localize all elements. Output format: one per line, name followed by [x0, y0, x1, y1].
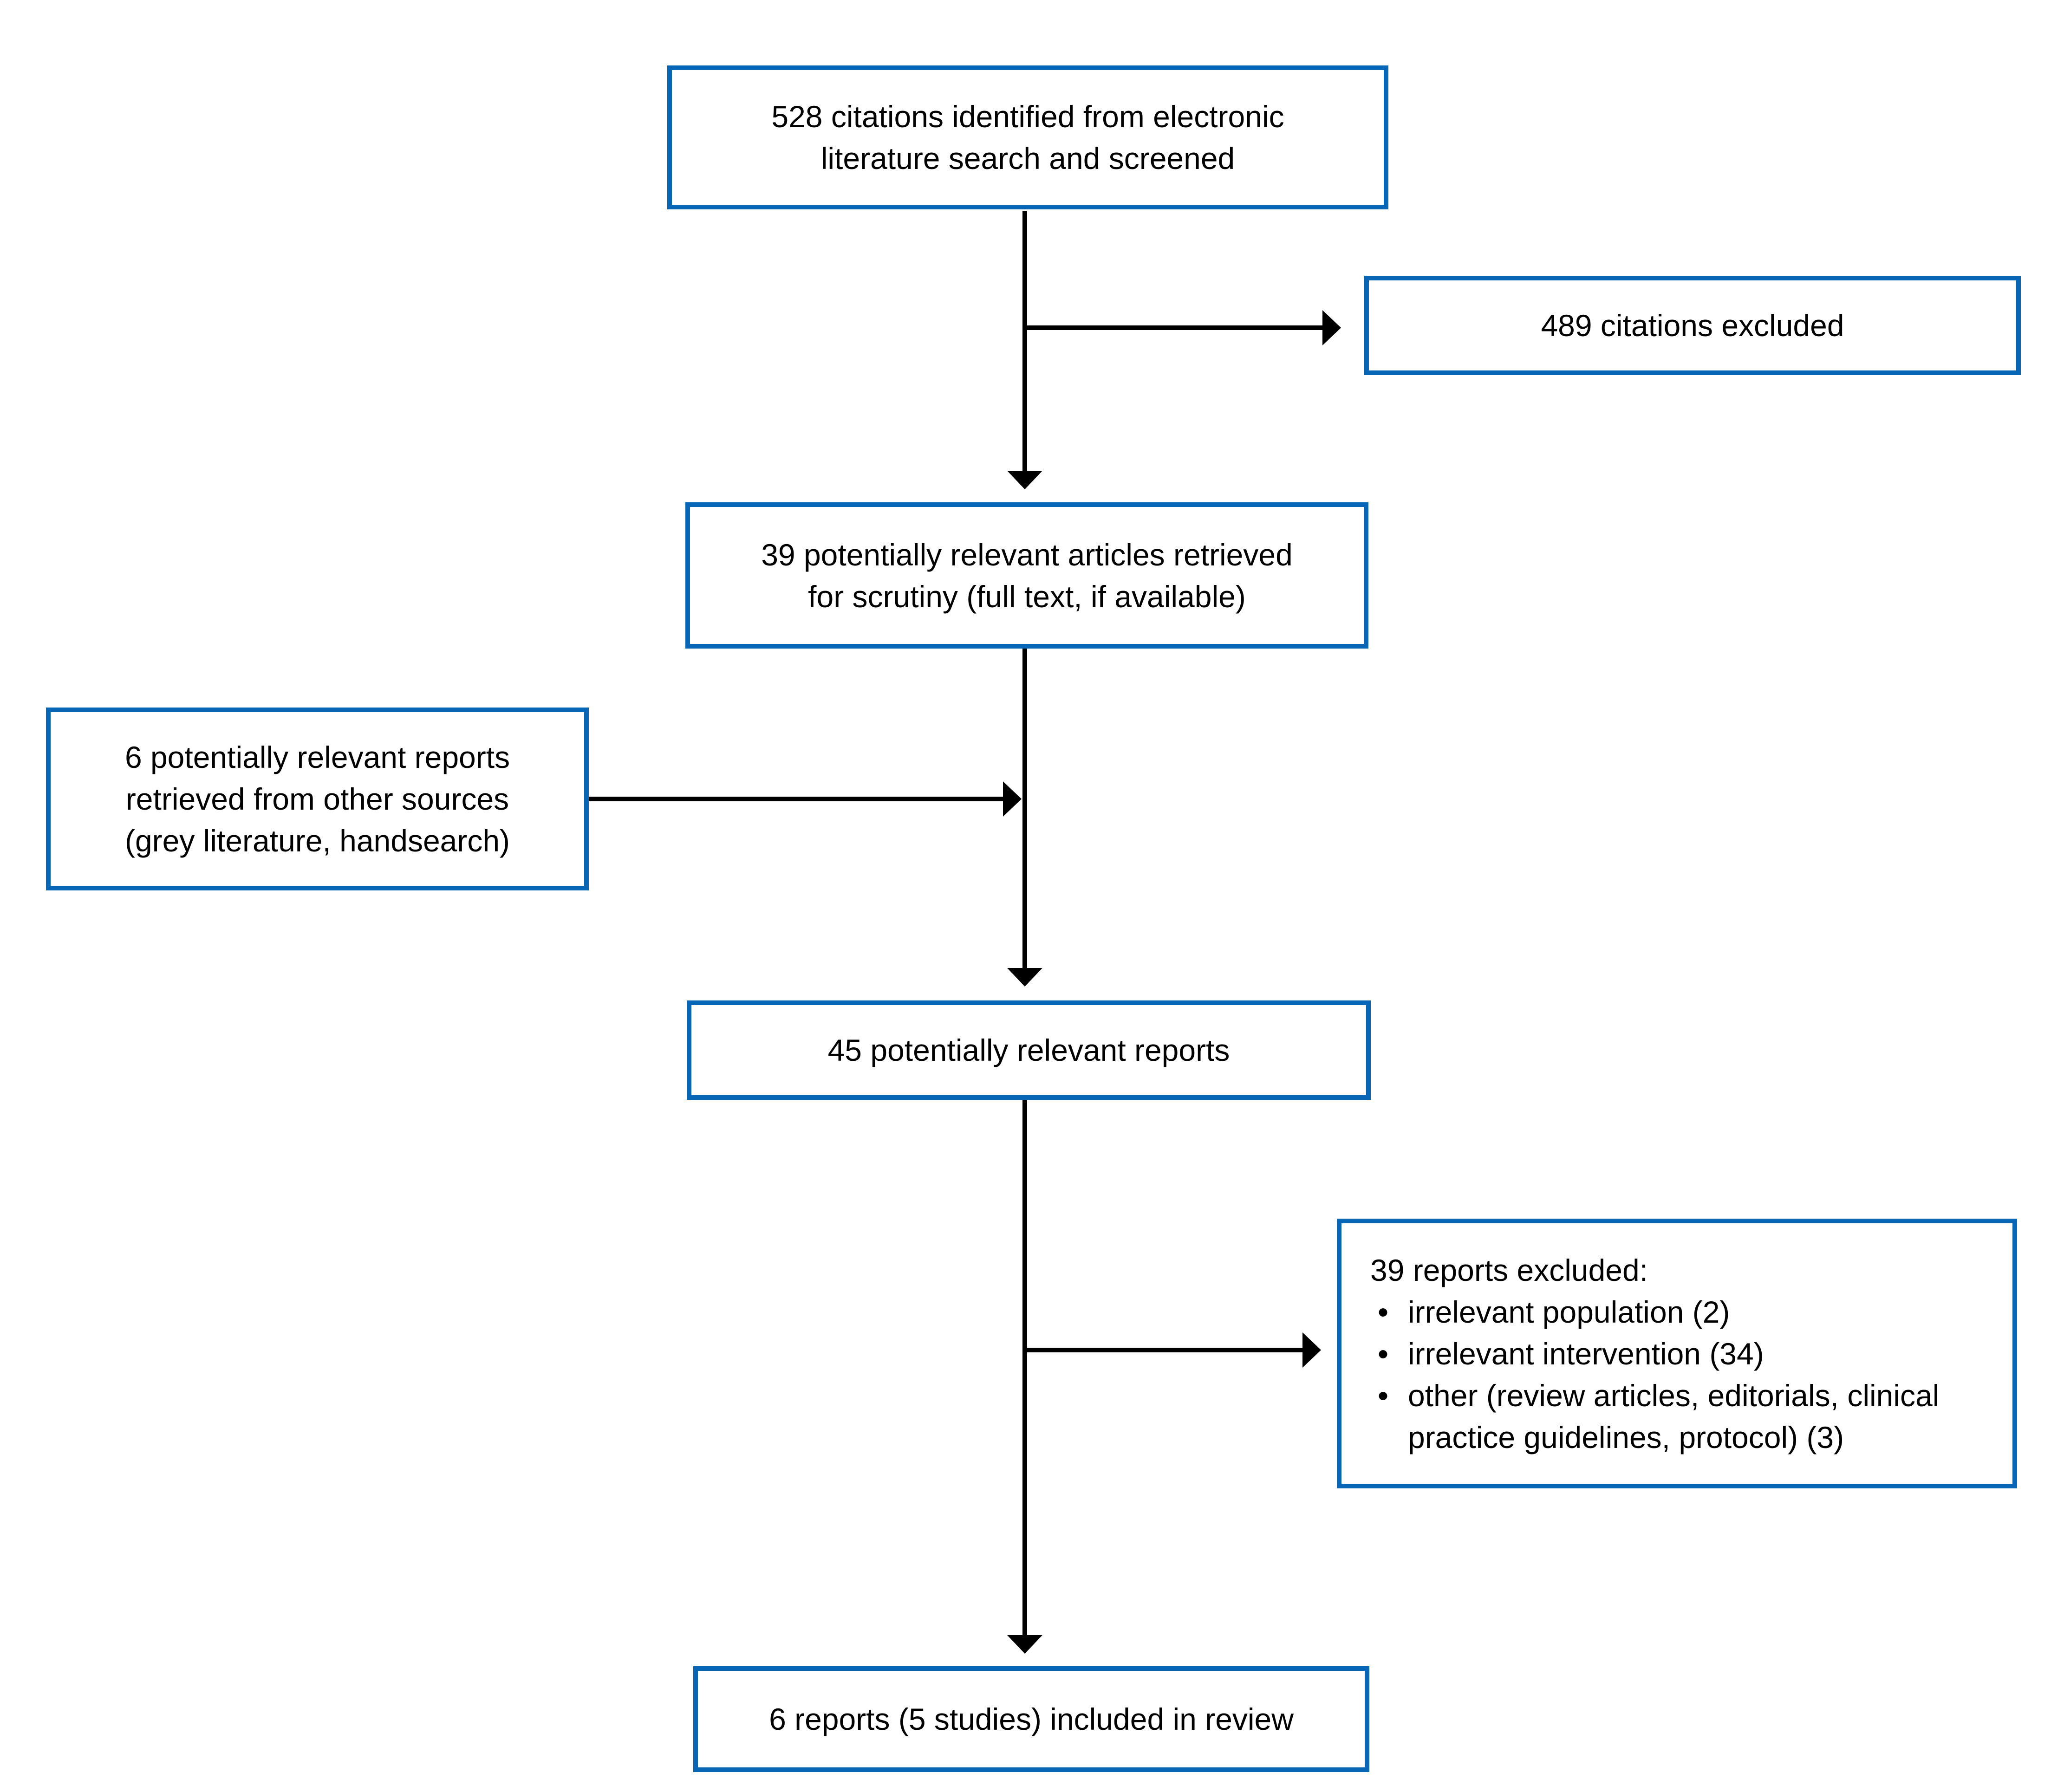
bullet-icon: • [1378, 1336, 1389, 1371]
box-text-line: irrelevant intervention (34) [1408, 1336, 1764, 1371]
box-articles-retrieved: 39 potentially relevant articles retriev… [685, 502, 1368, 649]
box-other-sources: 6 potentially relevant reports retrieved… [46, 708, 589, 890]
arrow-branch-citations-excluded-line [1025, 325, 1322, 330]
box-relevant-reports: 45 potentially relevant reports [687, 1000, 1371, 1100]
box-text-line: retrieved from other sources [125, 782, 509, 816]
box-text-line: 39 potentially relevant articles retriev… [761, 537, 1293, 572]
box-text-line: other (review articles, editorials, clin… [1408, 1378, 1940, 1413]
list-item: • other (review articles, editorials, cl… [1370, 1375, 1939, 1458]
bullet-icon: • [1378, 1378, 1389, 1413]
box-text-line: 39 reports excluded: [1370, 1253, 1648, 1287]
arrowhead-down-icon [1007, 968, 1042, 987]
box-citations-identified: 528 citations identified from electronic… [667, 65, 1388, 209]
box-text-line: practice guidelines, protocol) (3) [1408, 1420, 1844, 1454]
box-text-line: literature search and screened [820, 141, 1235, 175]
arrowhead-down-icon [1007, 471, 1042, 489]
arrow-identified-to-retrieved-line [1022, 211, 1027, 471]
box-text-line: 489 citations excluded [1541, 308, 1844, 343]
list-item: • irrelevant population (2) [1370, 1291, 1730, 1333]
arrowhead-right-icon [1003, 781, 1022, 817]
arrow-retrieved-to-relevant-line [1022, 649, 1027, 968]
arrowhead-right-icon [1322, 310, 1341, 345]
arrow-relevant-to-included-line [1022, 1100, 1027, 1635]
box-citations-excluded: 489 citations excluded [1364, 276, 2021, 375]
box-text-line: irrelevant population (2) [1408, 1294, 1730, 1329]
bullet-icon: • [1378, 1294, 1389, 1329]
box-text-line: 528 citations identified from electronic [771, 99, 1284, 134]
arrow-other-sources-join-line [589, 797, 1003, 801]
list-item: • irrelevant intervention (34) [1370, 1333, 1764, 1375]
box-text-line: 6 reports (5 studies) included in review [769, 1702, 1294, 1736]
arrow-branch-reports-excluded-line [1025, 1348, 1302, 1352]
box-text-line: for scrutiny (full text, if available) [808, 579, 1246, 614]
arrowhead-right-icon [1302, 1332, 1321, 1368]
box-text-line: 45 potentially relevant reports [827, 1033, 1230, 1067]
arrowhead-down-icon [1007, 1635, 1042, 1654]
box-included-review: 6 reports (5 studies) included in review [693, 1666, 1369, 1772]
box-text-line: 6 potentially relevant reports [124, 740, 510, 774]
box-reports-excluded: 39 reports excluded: • irrelevant popula… [1337, 1219, 2017, 1488]
box-text-line: (grey literature, handsearch) [124, 824, 510, 858]
